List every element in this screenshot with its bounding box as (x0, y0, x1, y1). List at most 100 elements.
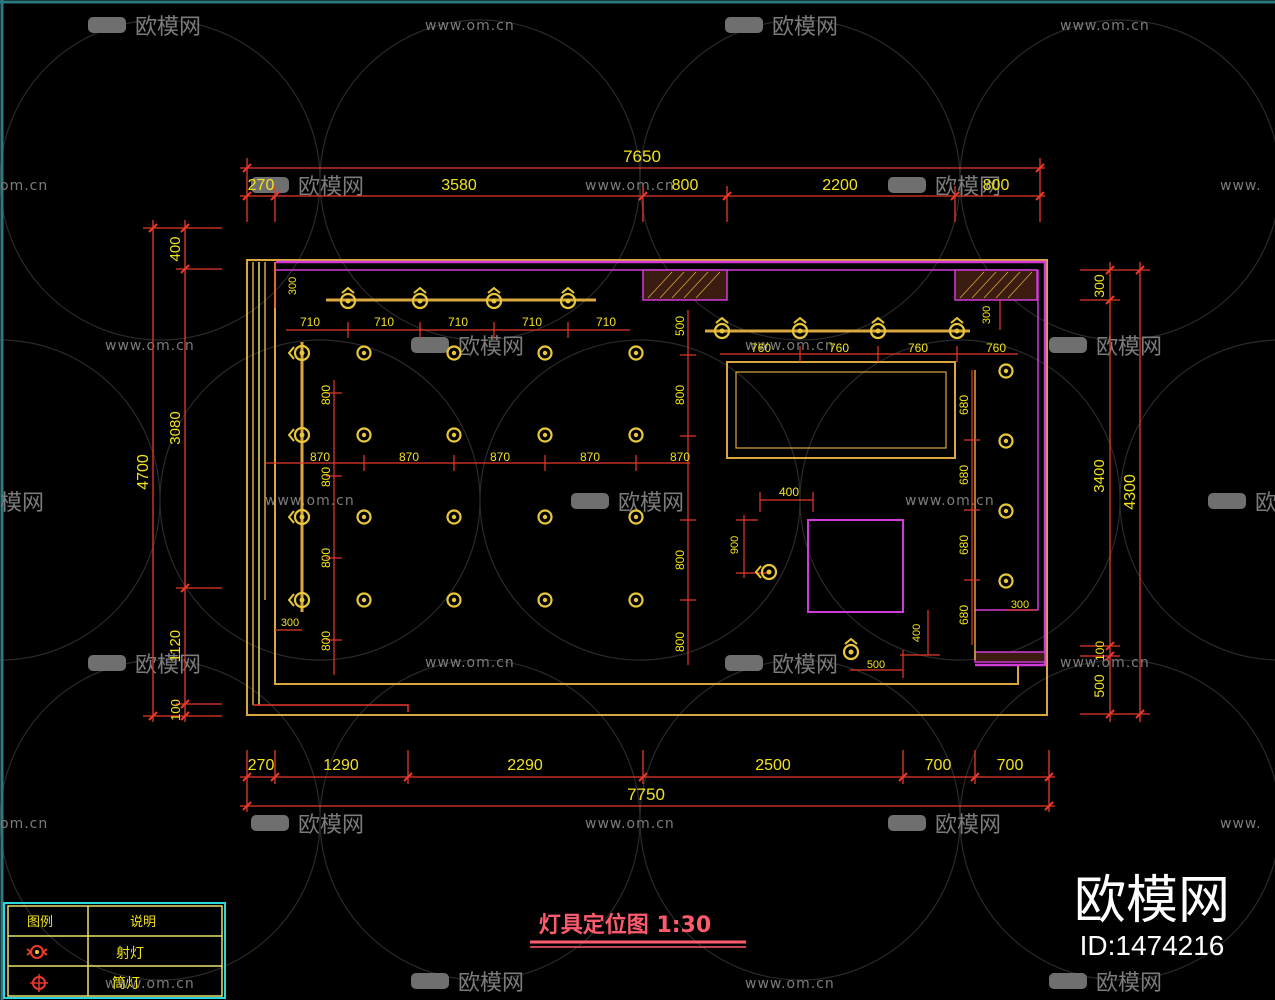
svg-text:800: 800 (319, 631, 333, 651)
svg-text:800: 800 (673, 385, 687, 405)
svg-text:400: 400 (911, 624, 923, 642)
svg-text:680: 680 (957, 395, 971, 415)
svg-text:www.om.cn: www.om.cn (1060, 655, 1150, 671)
svg-text:www.: www. (1220, 178, 1262, 194)
svg-text:欧模网: 欧模网 (1096, 335, 1162, 360)
svg-text:www.om.cn: www.om.cn (425, 18, 515, 34)
svg-text:1290: 1290 (323, 757, 359, 774)
downlights-grid (356, 345, 644, 608)
svg-text:300: 300 (981, 306, 993, 324)
svg-text:760: 760 (751, 341, 771, 355)
svg-text:800: 800 (672, 177, 699, 194)
svg-text:欧模网: 欧模网 (772, 15, 838, 40)
svg-text:www.om.cn: www.om.cn (425, 655, 515, 671)
brand-logo: 欧模网 (1074, 871, 1230, 931)
svg-text:www.om.cn: www.om.cn (265, 493, 355, 509)
svg-text:500: 500 (1091, 674, 1107, 698)
svg-text:270: 270 (248, 757, 275, 774)
svg-text:800: 800 (319, 467, 333, 487)
svg-text:7650: 7650 (623, 147, 661, 166)
dimension-labels: 7650 270 3580 800 2200 800 270 1290 2290… (135, 147, 1139, 804)
svg-text:www.om.cn: www.om.cn (105, 976, 195, 992)
svg-text:3080: 3080 (167, 411, 184, 444)
svg-text:800: 800 (319, 385, 333, 405)
svg-text:760: 760 (986, 341, 1006, 355)
watermark-sofa-icons (88, 17, 1246, 989)
spotlights-top-row (339, 286, 577, 310)
svg-text:7750: 7750 (627, 785, 665, 804)
svg-text:710: 710 (522, 315, 542, 329)
svg-text:700: 700 (997, 757, 1024, 774)
svg-text:om.cn: om.cn (0, 816, 48, 832)
svg-text:www.om.cn: www.om.cn (905, 493, 995, 509)
dimension-ticks (148, 163, 1145, 811)
svg-text:680: 680 (957, 605, 971, 625)
watermark-pattern (0, 19, 1275, 981)
spotlight-icon (26, 945, 48, 959)
downlights-right-column (998, 363, 1014, 589)
spotlights-left-column (287, 344, 311, 609)
svg-text:www.om.cn: www.om.cn (1060, 18, 1150, 34)
svg-text:870: 870 (399, 450, 419, 464)
svg-text:870: 870 (580, 450, 600, 464)
svg-text:710: 710 (596, 315, 616, 329)
internal-dimensions (266, 262, 1035, 678)
svg-text:500: 500 (867, 659, 885, 671)
svg-text:4300: 4300 (1122, 474, 1139, 510)
dimension-lines (143, 158, 1150, 812)
svg-text:760: 760 (829, 341, 849, 355)
svg-text:图例: 图例 (27, 915, 53, 930)
svg-text:www.om.cn: www.om.cn (745, 338, 835, 354)
svg-text:800: 800 (673, 632, 687, 652)
svg-text:欧模网: 欧模网 (1255, 491, 1275, 516)
svg-text:www.om.cn: www.om.cn (105, 338, 195, 354)
legend-table: 图例 说明 射灯 筒灯 (3, 902, 226, 999)
svg-text:710: 710 (448, 315, 468, 329)
svg-text:300: 300 (1091, 274, 1107, 298)
svg-text:900: 900 (729, 536, 741, 554)
svg-text:欧模网: 欧模网 (935, 813, 1001, 838)
svg-text:870: 870 (670, 450, 690, 464)
svg-text:模网: 模网 (0, 491, 44, 516)
svg-text:680: 680 (957, 465, 971, 485)
svg-text:700: 700 (925, 757, 952, 774)
svg-text:3580: 3580 (441, 177, 477, 194)
svg-text:射灯: 射灯 (116, 946, 144, 962)
svg-text:om.cn: om.cn (0, 178, 48, 194)
svg-text:760: 760 (908, 341, 928, 355)
svg-text:欧模网: 欧模网 (618, 491, 684, 516)
svg-text:800: 800 (319, 548, 333, 568)
svg-text:100: 100 (168, 699, 183, 721)
svg-text:710: 710 (300, 315, 320, 329)
svg-text:870: 870 (490, 450, 510, 464)
svg-text:710: 710 (374, 315, 394, 329)
svg-text:300: 300 (281, 617, 299, 629)
svg-text:欧模网: 欧模网 (458, 971, 524, 996)
svg-text:300: 300 (287, 277, 299, 295)
svg-text:欧模网: 欧模网 (135, 15, 201, 40)
drawing-title: 灯具定位图 1:30 (530, 912, 746, 948)
downlight-icon (30, 974, 48, 992)
svg-text:www.om.cn: www.om.cn (745, 976, 835, 992)
svg-text:灯具定位图 1:30: 灯具定位图 1:30 (539, 912, 711, 938)
svg-text:800: 800 (983, 177, 1010, 194)
svg-text:1120: 1120 (167, 630, 184, 662)
watermark-urls: www.om.cn www.om.cn om.cn www.om.cn www.… (0, 18, 1262, 992)
svg-text:www.om.cn: www.om.cn (585, 816, 675, 832)
svg-text:300: 300 (1011, 599, 1029, 611)
svg-text:欧模网: 欧模网 (298, 813, 364, 838)
svg-text:270: 270 (248, 177, 275, 194)
svg-text:筒灯: 筒灯 (112, 975, 140, 992)
svg-text:2500: 2500 (755, 757, 791, 774)
id-label: ID:1474216 (1080, 930, 1225, 961)
svg-text:500: 500 (673, 316, 687, 336)
svg-text:800: 800 (673, 550, 687, 570)
svg-text:www.: www. (1220, 816, 1262, 832)
svg-text:2200: 2200 (822, 177, 858, 194)
svg-text:欧模网: 欧模网 (458, 335, 524, 360)
svg-text:400: 400 (167, 236, 184, 261)
svg-text:欧模网: 欧模网 (135, 653, 201, 678)
svg-text:100: 100 (1093, 641, 1107, 661)
svg-text:www.om.cn: www.om.cn (585, 178, 675, 194)
